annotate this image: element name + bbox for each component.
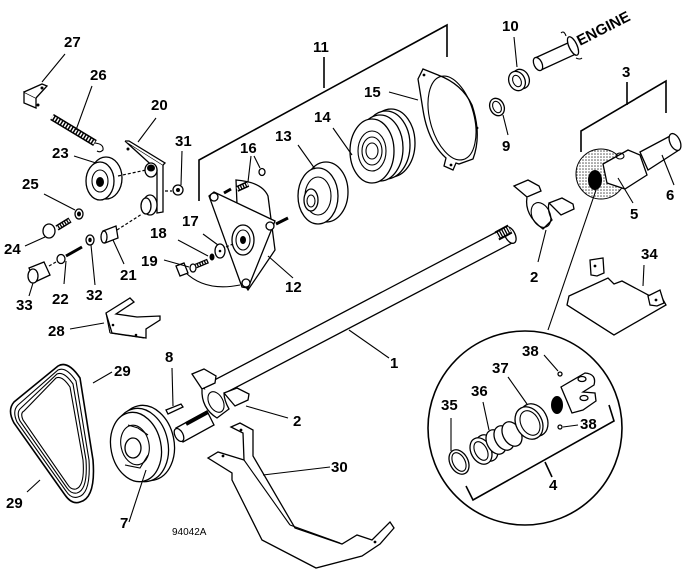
part-26-spring: 26 [50,67,107,153]
part-16-bolt-nut: 16 [235,140,266,192]
callout-28: 28 [48,323,65,340]
callout-33: 33 [16,297,33,314]
part-20-idler-plate: 20 [124,97,168,216]
part-5-yoke: 5 [575,132,682,223]
part-23-idler-pulley: 23 [52,145,147,201]
part-2-bearing-lower: 2 [173,368,301,443]
callout-12: 12 [285,279,302,296]
part-33-cap: 33 [16,261,57,314]
part-10-bushing: 10 [502,18,531,92]
part-4-coupler-detail: 4 35 36 37 38 38 [427,330,623,526]
callout-6: 6 [666,187,674,204]
callout-38-lower: 38 [580,416,597,433]
callout-27: 27 [64,34,81,51]
callout-3: 3 [622,64,630,81]
callout-9: 9 [502,138,510,155]
part-15-cover: 15 [364,68,479,171]
part-14-clutch-pulley: 14 [314,108,416,184]
callout-2-upper: 2 [530,269,538,286]
bracket-11: 11 [198,23,448,201]
callout-24: 24 [4,241,21,258]
callout-31: 31 [175,133,192,150]
part-22-bolt: 22 [52,245,83,308]
callout-11: 11 [313,39,329,56]
callout-17: 17 [182,213,199,230]
bracket-3: 3 [580,64,667,152]
part-12-clutch-field: 12 [175,179,302,296]
part-6-shaft: 6 [661,154,675,204]
part-19-bolt: 19 [141,253,209,273]
part-7-drive-pulley: 7 [109,404,176,532]
callout-22: 22 [52,291,69,308]
part-2-bearing-upper: 2 [512,179,575,286]
callout-35: 35 [441,397,458,414]
part-29-v-belt: 29 29 [6,363,131,512]
callout-1: 1 [390,355,398,372]
part-25-washer: 25 [22,176,84,220]
engine-crankshaft: ENGINE [532,8,633,72]
callout-4: 4 [549,477,558,494]
part-21-spacer: 21 [100,213,143,284]
part-13-pulley: 13 [275,128,349,225]
callout-38-upper: 38 [522,343,539,360]
part-8-key: 8 [165,349,184,415]
callout-26: 26 [90,67,107,84]
callout-10: 10 [502,18,519,35]
callout-18: 18 [150,225,167,242]
callout-20: 20 [151,97,168,114]
callout-30: 30 [331,459,348,476]
part-18-bolt: 18 [150,225,215,261]
part-31-nut: 31 [172,133,192,196]
callout-36: 36 [471,383,488,400]
callout-29-upper: 29 [114,363,131,380]
callout-29-lower: 29 [6,495,23,512]
part-32-washer: 32 [85,234,103,304]
callout-32: 32 [86,287,103,304]
callout-19: 19 [141,253,158,270]
engine-label: ENGINE [574,8,633,49]
callout-5: 5 [630,206,638,223]
part-24-bolt: 24 [4,217,72,258]
callout-15: 15 [364,84,381,101]
callout-23: 23 [52,145,69,162]
callout-37: 37 [492,360,509,377]
callout-13: 13 [275,128,292,145]
callout-7: 7 [120,515,128,532]
part-34-bracket: 34 [566,246,667,336]
callout-25: 25 [22,176,39,193]
figure-code: 94042A [172,527,207,538]
callout-14: 14 [314,109,331,126]
detail-leader-line [547,189,597,331]
part-9-washer: 9 [488,97,510,155]
part-30-bracket: 30 [206,422,395,569]
part-17-washer: 17 [182,213,234,259]
callout-34: 34 [641,246,658,263]
callout-16: 16 [240,140,257,157]
callout-21: 21 [120,267,137,284]
callout-2-lower: 2 [293,413,301,430]
part-27-bracket: 27 [23,34,81,109]
callout-8: 8 [165,349,173,366]
part-28-bracket: 28 [48,297,161,340]
